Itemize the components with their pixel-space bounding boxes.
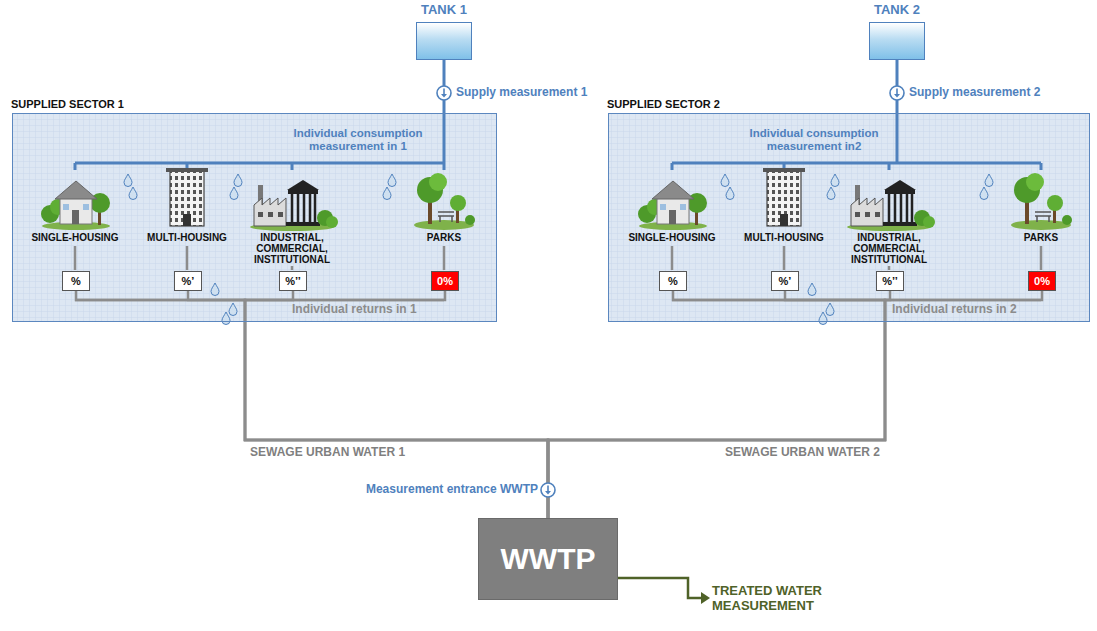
return-share: 0% [437,275,453,287]
supply-pipe [443,113,446,163]
return-share-box: %’’ [876,271,904,291]
measurement-label: Supply measurement 2 [909,86,1040,100]
sewer-pipe [548,291,885,518]
output-label: TREATED WATER MEASUREMENT [712,584,862,614]
sewer-pipe [548,291,885,518]
water-tank: TANK 1 [416,22,472,60]
category-label: PARKS [394,232,494,243]
return-share: %’’ [882,275,898,287]
flow-label: Individual consumption measurement in2 [736,127,892,153]
category-label: INDUSTRIAL, COMMERCIAL, INSTITUTIONAL [841,232,937,265]
return-share: % [668,275,678,287]
category-label: MULTI-HOUSING [734,232,834,243]
return-share-box: % [659,271,687,291]
category-label: PARKS [991,232,1091,243]
sewer-pipe [188,291,548,518]
return-share-box: % [62,271,90,291]
sector-fill [12,113,497,322]
sector-heading: SUPPLIED SECTOR 2 [607,98,720,110]
sewer-pipe [245,291,548,518]
return-share: 0% [1034,275,1050,287]
return-share: %’ [779,275,792,287]
category-label: SINGLE-HOUSING [622,232,722,243]
return-share-box: 0% [1028,271,1056,291]
water-tank: TANK 2 [869,22,925,60]
sector-network [41,163,475,325]
tank-label: TANK 2 [874,2,920,17]
sewer-pipe [245,291,548,518]
wwtp-box: WWTP [478,518,618,600]
category-label: INDUSTRIAL, COMMERCIAL, INSTITUTIONAL [244,232,340,265]
sector-heading: SUPPLIED SECTOR 1 [11,98,124,110]
return-share-box: %’’ [279,271,307,291]
wwtp-label: WWTP [501,542,596,576]
tank-label: TANK 1 [421,2,467,17]
return-share: %’’ [285,275,301,287]
return-label: Individual returns in 2 [892,303,1017,317]
return-share-box: %’ [174,271,202,291]
return-share-box: 0% [431,271,459,291]
supplied-sector: SUPPLIED SECTOR 1%%’%’’0% [12,113,497,322]
return-label: Individual returns in 1 [292,303,417,317]
sewer-label: SEWAGE URBAN WATER 1 [250,446,405,460]
measurement-label: Supply measurement 1 [456,86,587,100]
return-share-box: %’ [771,271,799,291]
sewer-pipe [548,291,890,518]
category-label: SINGLE-HOUSING [25,232,125,243]
return-share: %’ [182,275,195,287]
sewer-label: SEWAGE URBAN WATER 2 [700,446,880,460]
sewer-pipe [76,291,548,518]
outflow-arrow [618,578,702,598]
flow-label: Individual consumption measurement in 1 [280,127,436,153]
sewer-pipe [548,291,1042,518]
return-share: % [71,275,81,287]
category-label: MULTI-HOUSING [137,232,237,243]
measurement-label: Measurement entrance WWTP [338,483,538,497]
supply-pipe [896,113,899,163]
